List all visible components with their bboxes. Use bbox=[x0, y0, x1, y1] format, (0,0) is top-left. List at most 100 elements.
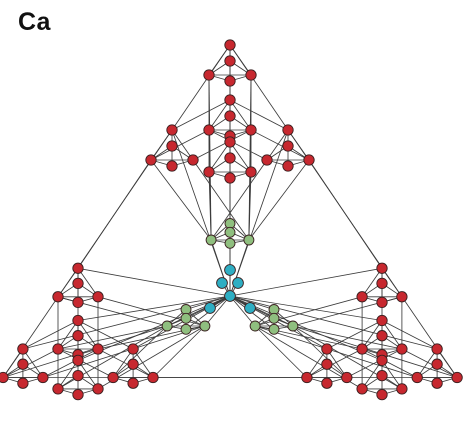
network-edge bbox=[254, 325, 418, 378]
network-edge bbox=[204, 295, 231, 327]
intermediate-node bbox=[243, 234, 255, 246]
network-edge bbox=[192, 129, 252, 161]
peripheral-node bbox=[224, 55, 236, 67]
network-edge bbox=[57, 348, 114, 378]
network-edge bbox=[171, 99, 231, 131]
peripheral-node bbox=[376, 354, 388, 367]
intermediate-node bbox=[268, 323, 280, 335]
intermediate-node bbox=[224, 226, 236, 238]
network-edge bbox=[229, 99, 289, 131]
network-edge bbox=[208, 171, 212, 241]
peripheral-node bbox=[92, 291, 104, 303]
peripheral-node bbox=[0, 371, 9, 384]
peripheral-node bbox=[72, 330, 84, 342]
intermediate-node bbox=[249, 320, 261, 332]
peripheral-node bbox=[321, 358, 333, 370]
peripheral-node bbox=[376, 262, 388, 274]
intermediate-node bbox=[199, 320, 211, 332]
network-edge bbox=[266, 129, 289, 161]
peripheral-node bbox=[303, 154, 315, 166]
intermediate-node bbox=[268, 312, 280, 324]
hub-node bbox=[224, 290, 236, 302]
network-edge bbox=[401, 348, 458, 378]
network-edge bbox=[229, 295, 256, 327]
peripheral-node bbox=[356, 291, 368, 303]
peripheral-node bbox=[166, 160, 178, 172]
network-edge bbox=[2, 348, 59, 378]
peripheral-node bbox=[224, 136, 236, 148]
peripheral-node bbox=[431, 358, 443, 370]
network-edge bbox=[416, 348, 438, 378]
peripheral-node bbox=[376, 388, 388, 401]
network-edge bbox=[229, 267, 383, 297]
network-edge bbox=[292, 325, 348, 378]
peripheral-node bbox=[376, 296, 388, 309]
network-edge bbox=[361, 268, 383, 298]
network-edge bbox=[381, 360, 403, 390]
peripheral-node bbox=[127, 358, 139, 370]
network-edge bbox=[112, 348, 134, 378]
peripheral-node bbox=[92, 343, 104, 355]
peripheral-node bbox=[166, 140, 178, 152]
network-edge bbox=[22, 348, 44, 378]
network-edge bbox=[254, 325, 308, 378]
peripheral-node bbox=[72, 314, 84, 327]
network-edge bbox=[229, 295, 438, 350]
peripheral-node bbox=[376, 314, 388, 327]
network-edge bbox=[229, 129, 289, 297]
network-edge bbox=[57, 320, 79, 350]
peripheral-node bbox=[321, 377, 333, 389]
network-edge bbox=[77, 320, 134, 350]
network-edge bbox=[308, 159, 383, 269]
network-edge bbox=[208, 99, 231, 131]
peripheral-node bbox=[203, 166, 215, 178]
hub-node bbox=[216, 277, 228, 289]
network-edge bbox=[171, 129, 231, 297]
network-edge bbox=[171, 129, 194, 161]
network-edge bbox=[77, 295, 231, 321]
intermediate-node bbox=[161, 320, 173, 332]
network-edge bbox=[326, 348, 348, 378]
network-edge bbox=[132, 348, 154, 378]
peripheral-node bbox=[127, 343, 139, 355]
network-edge bbox=[229, 141, 252, 173]
network-edge bbox=[77, 267, 231, 297]
intermediate-node bbox=[180, 312, 192, 324]
network-edge bbox=[152, 325, 206, 378]
peripheral-node bbox=[224, 172, 236, 184]
peripheral-node bbox=[145, 154, 157, 166]
peripheral-node bbox=[321, 343, 333, 355]
peripheral-node bbox=[166, 124, 178, 136]
peripheral-node bbox=[203, 124, 215, 136]
network-nodes bbox=[0, 39, 463, 401]
network-edge bbox=[77, 320, 99, 350]
peripheral-node bbox=[341, 371, 353, 384]
peripheral-node bbox=[17, 358, 29, 370]
peripheral-node bbox=[224, 110, 236, 122]
network-edge bbox=[150, 129, 210, 161]
network-edge bbox=[42, 325, 206, 378]
peripheral-node bbox=[52, 383, 64, 395]
peripheral-node bbox=[203, 69, 215, 81]
network-edge bbox=[112, 325, 168, 378]
peripheral-node bbox=[17, 377, 29, 389]
peripheral-node bbox=[411, 371, 423, 384]
peripheral-node bbox=[224, 39, 236, 51]
network-edge bbox=[306, 348, 363, 378]
peripheral-node bbox=[356, 343, 368, 355]
peripheral-node bbox=[245, 69, 257, 81]
panel-label: Ca bbox=[18, 8, 51, 36]
network-edge bbox=[381, 320, 438, 350]
network-edge bbox=[208, 129, 268, 161]
peripheral-node bbox=[261, 154, 273, 166]
network-edge bbox=[210, 159, 268, 241]
network-edge bbox=[208, 141, 231, 173]
network-edge bbox=[97, 348, 154, 378]
peripheral-node bbox=[92, 383, 104, 395]
peripheral-node bbox=[376, 330, 388, 342]
peripheral-node bbox=[72, 369, 84, 382]
peripheral-node bbox=[245, 166, 257, 178]
network-edge bbox=[229, 295, 383, 321]
peripheral-node bbox=[282, 160, 294, 172]
peripheral-node bbox=[245, 124, 257, 136]
